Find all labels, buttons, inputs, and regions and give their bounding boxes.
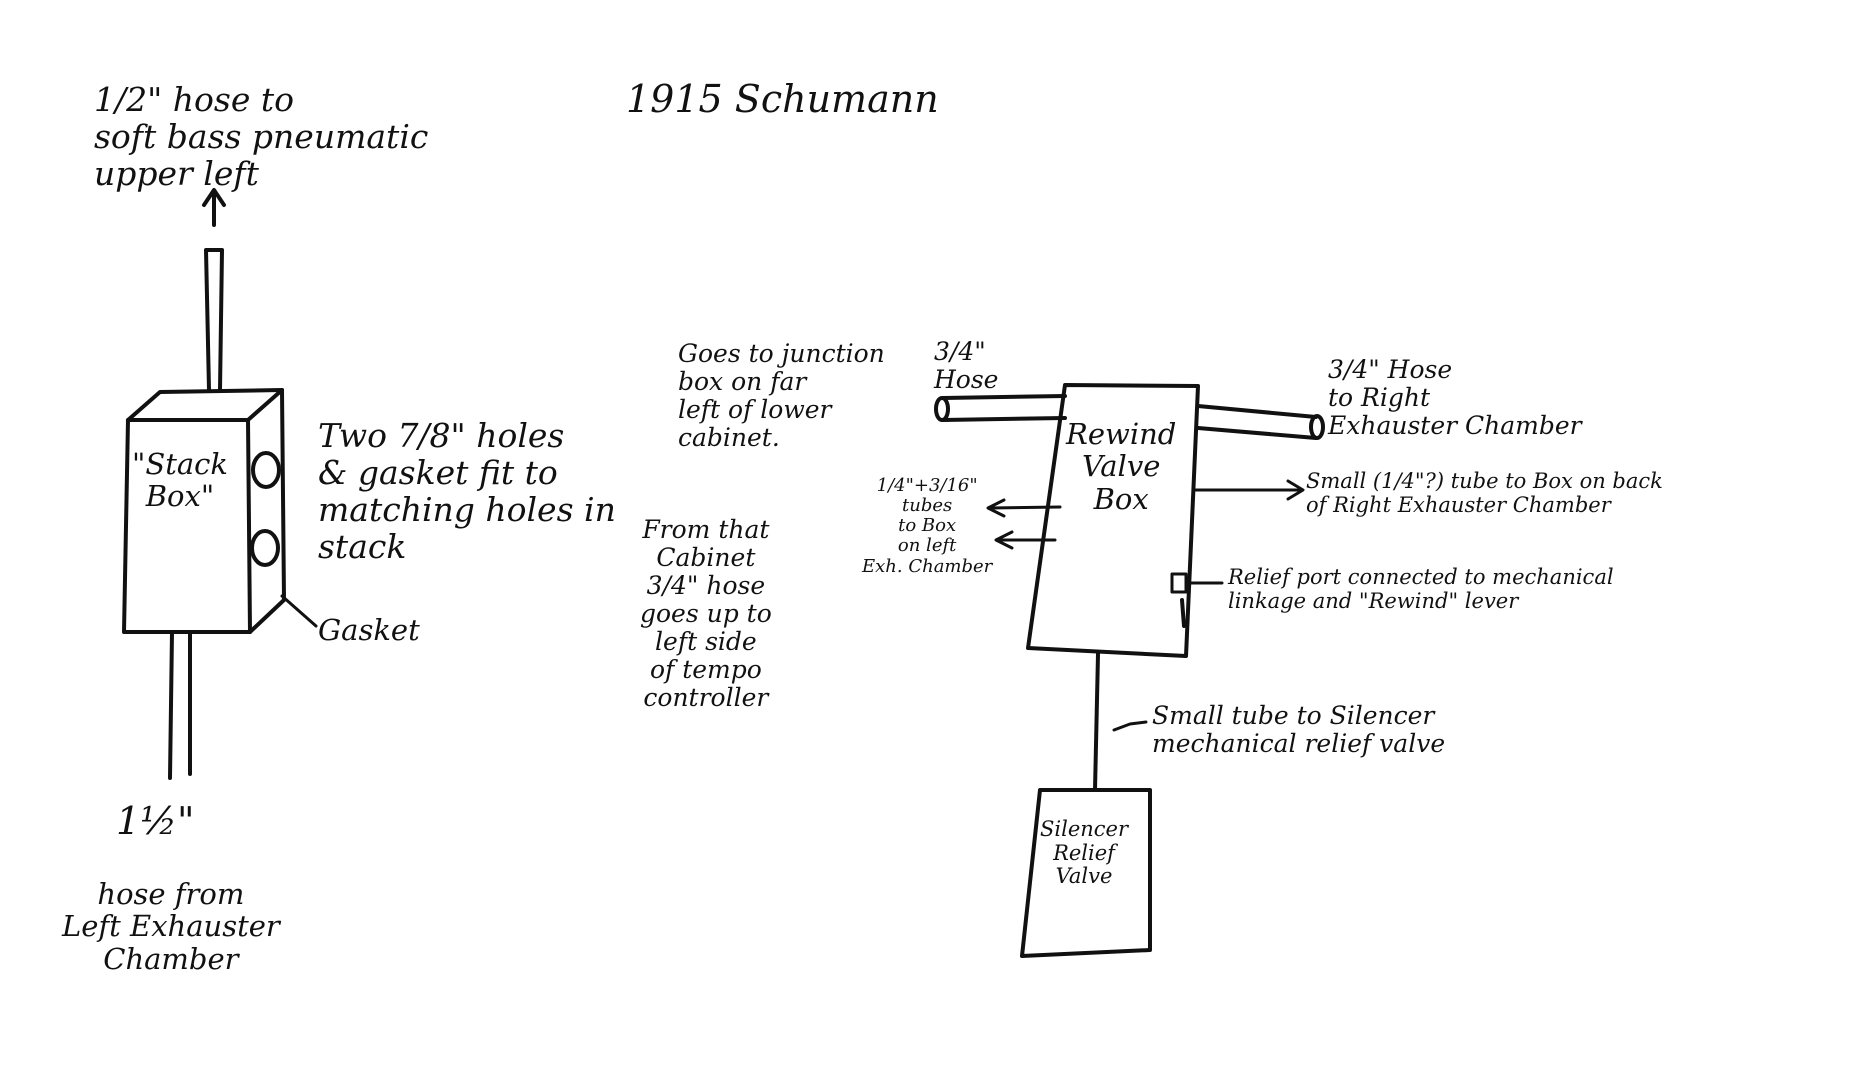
- rewind-box-drawing: [934, 383, 1325, 792]
- small-tube-note: Small (1/4"?) tube to Box on back of Rig…: [1306, 469, 1663, 517]
- hole-lower: [250, 529, 280, 567]
- left-hose-note: Goes to junction box on far left of lowe…: [678, 339, 885, 452]
- stack-box-top: [126, 388, 284, 422]
- right-hose: [1196, 404, 1318, 440]
- silencer-tube-note: Small tube to Silencer mechanical relief…: [1152, 701, 1446, 758]
- left-hose-size: 3/4" Hose: [934, 337, 999, 394]
- right-hose-note: 3/4" Hose to Right Exhauster Chamber: [1328, 355, 1582, 440]
- left-tubes-note: 1/4"+3/16" tubes to Box on left Exh. Cha…: [862, 475, 993, 577]
- top-hose: [204, 248, 224, 392]
- rewind-box-label: Rewind Valve Box: [1066, 417, 1177, 516]
- stack-box-label: "Stack Box": [132, 447, 228, 514]
- bottom-hose: [168, 630, 192, 780]
- relief-port: [1170, 572, 1188, 594]
- left-tube-lower: [994, 530, 1057, 550]
- rewind-box-outline: [1026, 383, 1200, 658]
- up-arrow: [202, 188, 226, 227]
- bottom-hose-note: hose from Left Exhauster Chamber: [62, 877, 280, 976]
- silencer-box-outline: [1020, 788, 1152, 958]
- silencer-tube-pointer: [1112, 720, 1148, 732]
- left-hose-end: [934, 396, 950, 422]
- left-hose: [941, 394, 1067, 422]
- bottom-hose-size: 1½": [116, 799, 195, 843]
- gasket-pointer: [280, 594, 318, 628]
- small-tube-arrow: [1192, 479, 1305, 501]
- silencer-tube: [1093, 652, 1100, 792]
- cabinet-note: From that Cabinet 3/4" hose goes up to l…: [640, 515, 772, 712]
- gasket-label: Gasket: [318, 613, 420, 647]
- right-hose-end: [1309, 414, 1325, 440]
- holes-note: Two 7/8" holes & gasket fit to matching …: [318, 416, 616, 566]
- stack-box-drawing: [122, 188, 318, 780]
- diagram-title: 1915 Schumann: [626, 77, 939, 121]
- relief-port-note: Relief port connected to mechanical link…: [1228, 565, 1614, 613]
- silencer-box-label: Silencer Relief Valve: [1040, 817, 1128, 889]
- top-hose-note: 1/2" hose to soft bass pneumatic upper l…: [94, 80, 429, 193]
- left-tube-upper: [986, 498, 1062, 518]
- lever-mark: [1180, 598, 1186, 628]
- hole-upper: [251, 451, 281, 489]
- stack-box-side: [248, 388, 286, 634]
